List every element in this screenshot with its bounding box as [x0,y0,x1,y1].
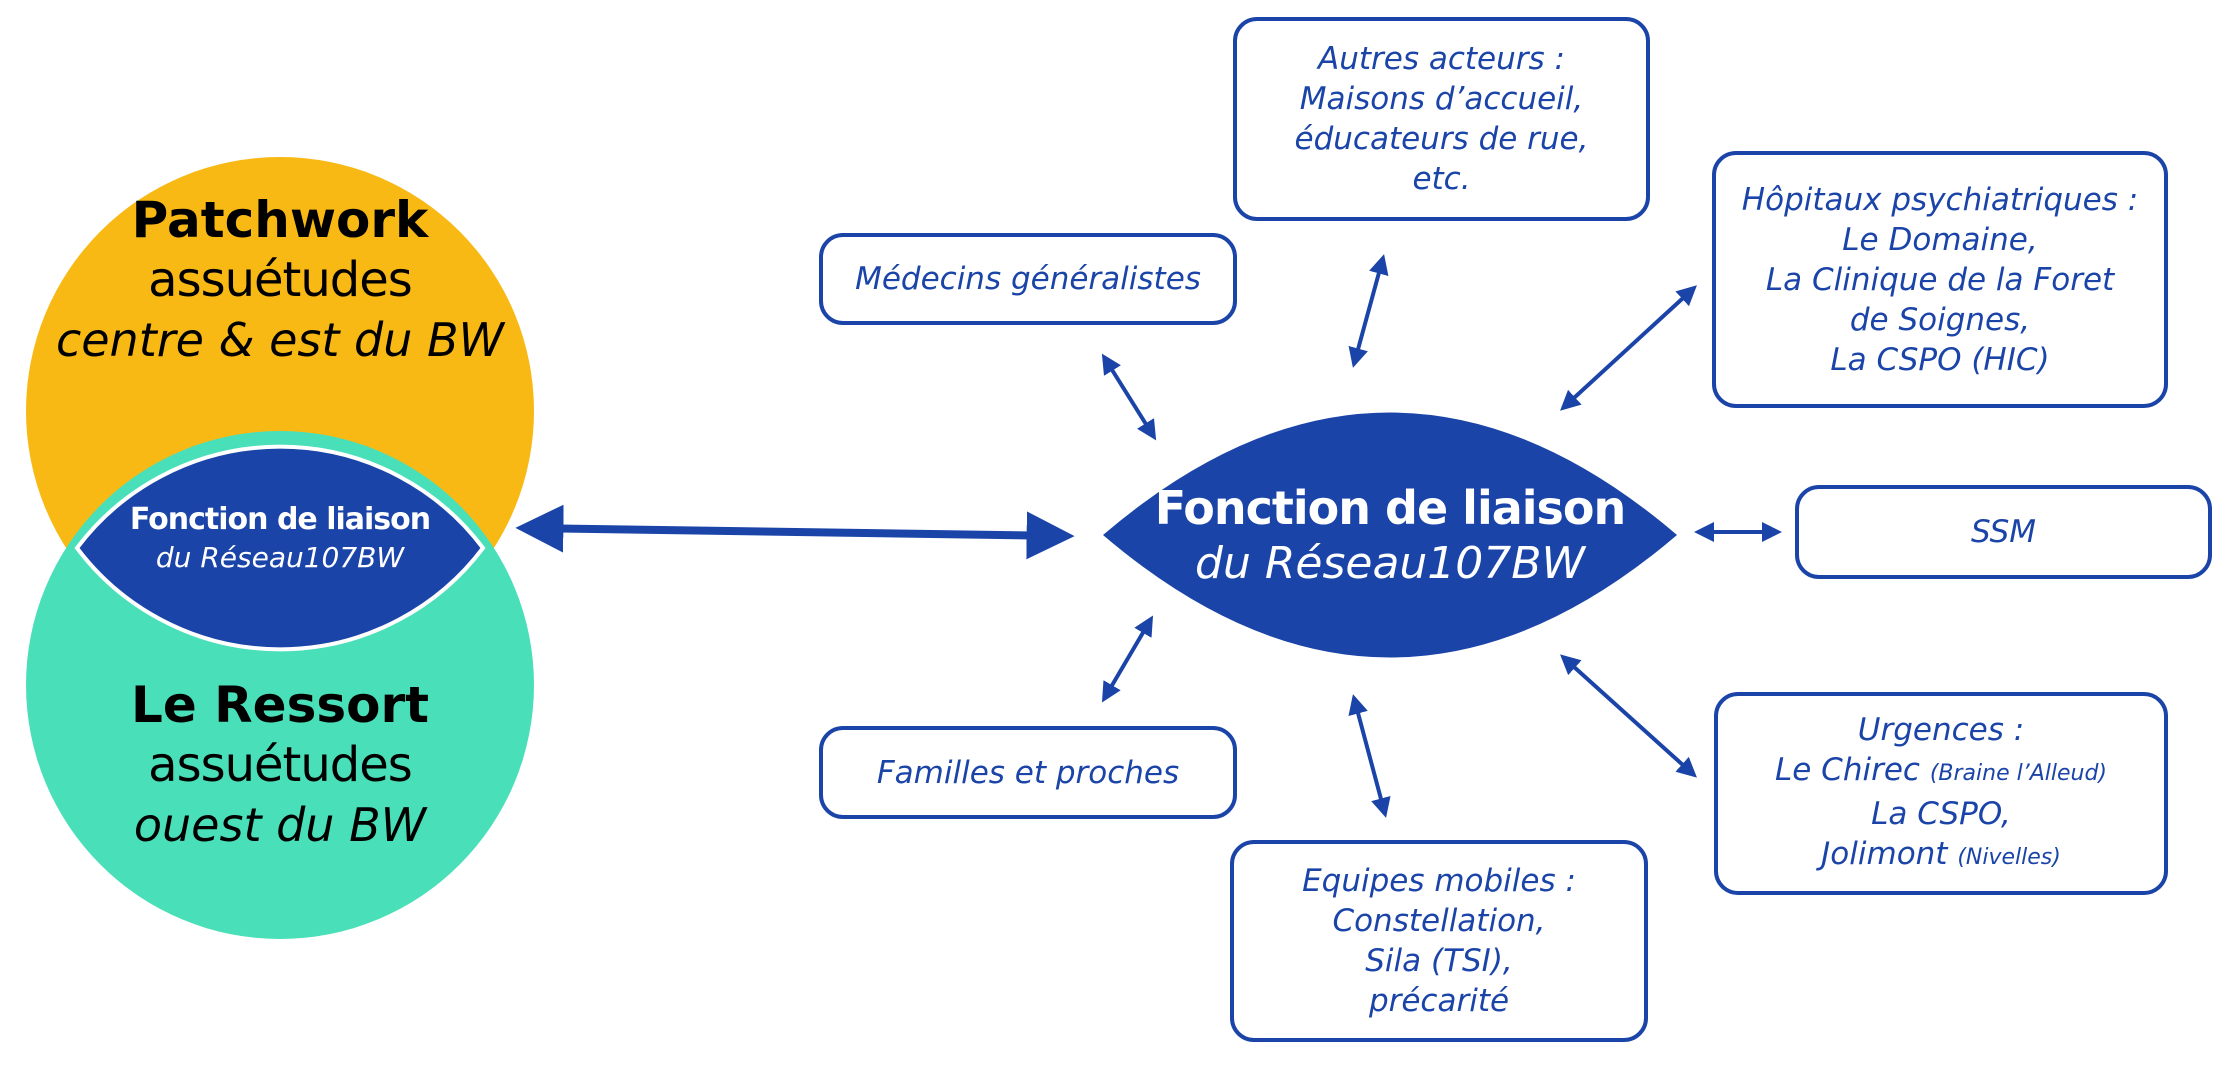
intersection-lens [74,444,486,652]
arrow-urgences [1560,654,1697,778]
hospital-location: (Nivelles) [1957,844,2061,870]
hospital-name: Le Chirec [1774,751,1930,788]
box-line: Urgences : [1857,711,2025,748]
box-line: Constellation, [1332,903,1546,939]
le-ressort-area: ouest du BW [133,798,427,852]
box-line: précarité [1368,983,1510,1019]
box-line: Sila (TSI), [1365,943,1513,979]
arrow-medecins [1101,353,1157,441]
arrow-autres [1348,254,1389,368]
box-line: Autres acteurs : [1318,41,1565,77]
hospital-location: (Braine l’Alleud) [1929,760,2108,786]
le-ressort-subtitle: assuétudes [148,737,413,793]
box-line: Le Chirec (Braine l’Alleud) [1775,750,2107,794]
box-line: La CSPO (HIC) [1830,341,2050,378]
box-equipes-mobiles: Equipes mobiles : Constellation, Sila (T… [1230,840,1648,1042]
box-medecins: Médecins généralistes [819,233,1237,325]
box-line: Jolimont (Nivelles) [1821,834,2061,878]
box-line: de Soignes, [1849,301,2031,338]
patchwork-area: centre & est du BW [55,313,505,367]
intersection-title: Fonction de liaison [129,502,431,537]
hospital-name: Jolimont [1821,835,1958,872]
arrow-hopitaux [1560,285,1697,411]
box-hopitaux: Hôpitaux psychiatriques : Le Domaine, La… [1712,151,2168,408]
box-line: Médecins généralistes [855,261,1201,297]
box-line: éducateurs de rue, [1294,121,1589,157]
central-lens [1103,412,1677,658]
box-line: La Clinique de la Foret [1765,261,2115,298]
box-ssm: SSM [1795,485,2212,579]
box-line: La CSPO, [1871,795,2011,832]
patchwork-label: Patchwork assuétudes centre & est du BW [30,190,530,370]
arrow-familles [1101,615,1154,703]
le-ressort-label: Le Ressort assuétudes ouest du BW [30,675,530,855]
patchwork-title: Patchwork [131,191,429,249]
box-line: SSM [1971,514,2036,550]
patchwork-subtitle: assuétudes [148,252,413,308]
box-line: Le Domaine, [1842,221,2038,258]
box-line: Maisons d’accueil, [1299,81,1584,117]
box-line: Equipes mobiles : [1302,863,1576,899]
main-double-arrow [515,504,1075,560]
intersection-label: Fonction de liaison du Réseau107BW [105,500,455,576]
connector-arrows [1101,254,1782,818]
box-line: Familles et proches [876,754,1180,791]
intersection-subtitle: du Réseau107BW [155,541,405,574]
central-title: Fonction de liaison [1154,481,1627,535]
box-line: etc. [1412,161,1471,197]
arrow-equipes [1348,694,1391,818]
le-ressort-title: Le Ressort [130,676,430,734]
box-urgences: Urgences : Le Chirec (Braine l’Alleud) L… [1714,692,2168,895]
box-autres-acteurs: Autres acteurs : Maisons d’accueil, éduc… [1233,17,1650,221]
box-familles: Familles et proches [819,726,1237,819]
central-subtitle: du Réseau107BW [1195,538,1585,589]
box-line: Hôpitaux psychiatriques : [1741,181,2139,218]
central-label: Fonction de liaison du Réseau107BW [1120,480,1660,592]
